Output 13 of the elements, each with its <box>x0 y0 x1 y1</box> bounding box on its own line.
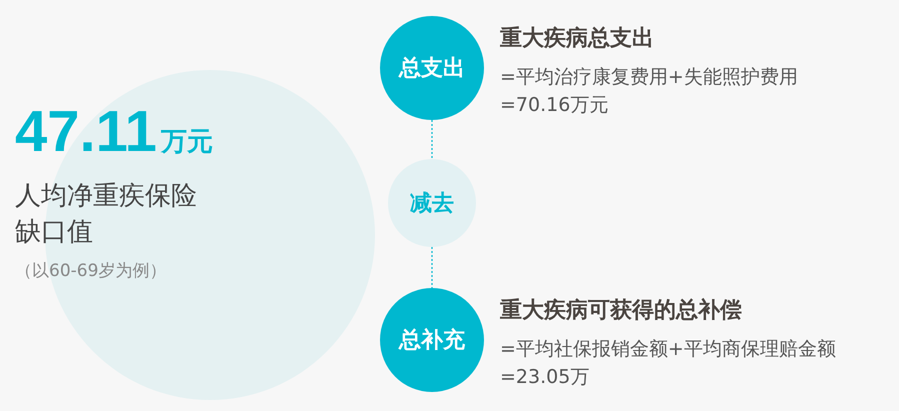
dotted-connector <box>431 120 433 159</box>
summary-label: 人均净重疾保险缺口值 <box>15 180 198 250</box>
unit-text: 万元 <box>160 128 213 157</box>
circle-label: 总补充 <box>399 326 465 355</box>
circle-label: 减去 <box>410 190 454 218</box>
formula-text: =平均治疗康复费用+失能照护费用=70.16万元 <box>500 65 799 118</box>
big-number: 47.11 <box>15 100 157 164</box>
note-text: （以60-69岁为例） <box>15 262 166 281</box>
dotted-connector <box>431 247 433 288</box>
heading-text: 重大疾病总支出 <box>500 26 654 52</box>
heading-text: 重大疾病可获得的总补偿 <box>500 298 742 324</box>
formula-text: =平均社保报销金额+平均商保理赔金额=23.05万 <box>500 337 837 390</box>
circle-label: 总支出 <box>399 55 465 83</box>
